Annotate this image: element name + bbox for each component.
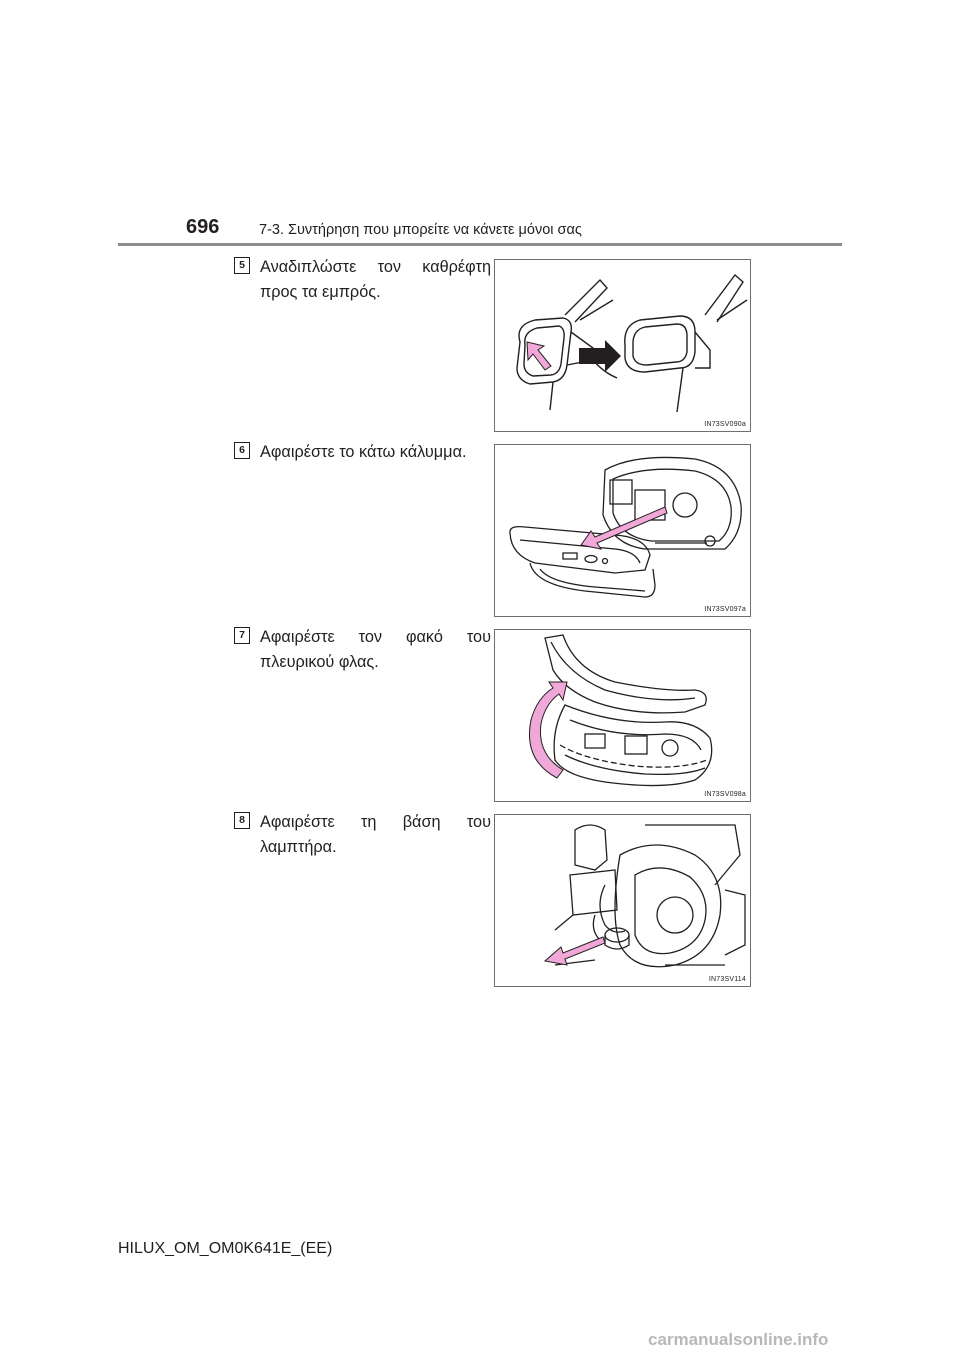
figure-code: IN73SV114 xyxy=(708,976,746,983)
figure-lower-cover: IN73SV097a xyxy=(494,444,751,617)
step-number-5: 5 xyxy=(234,257,250,274)
step-text-6: Αφαιρέστε το κάτω κάλυμμα. xyxy=(260,443,467,461)
page-number: 696 xyxy=(186,216,220,238)
mirror-fold-illustration xyxy=(516,273,748,413)
bulb-socket-illustration xyxy=(543,824,746,968)
document-id: HILUX_OM_OM0K641E_(EE) xyxy=(118,1240,333,1257)
figure-fold-mirror: IN73SV090a xyxy=(494,259,751,432)
watermark: carmanualsonline.info xyxy=(648,1330,829,1349)
step-number-8: 8 xyxy=(234,812,250,829)
figure-code: IN73SV090a xyxy=(704,421,746,428)
push-arrow-icon xyxy=(526,341,552,371)
turn-signal-lens-illustration xyxy=(529,634,713,787)
pull-arrow-icon xyxy=(580,506,668,550)
figure-bulb-socket: IN73SV114 xyxy=(494,814,751,987)
step-text-8: Αφαιρέστε τη βάση του λαμπτήρα. xyxy=(260,813,491,856)
figure-code: IN73SV098a xyxy=(704,791,746,798)
section-title: 7-3. Συντήρηση που μπορείτε να κάνετε μό… xyxy=(259,222,582,238)
figure-code: IN73SV097a xyxy=(704,606,746,613)
curved-lift-arrow-icon xyxy=(529,681,568,779)
figure-turn-signal-lens: IN73SV098a xyxy=(494,629,751,802)
step-number-6: 6 xyxy=(234,442,250,459)
step-number-7: 7 xyxy=(234,627,250,644)
step-text-7: Αφαιρέστε τον φακό του πλευρικού φλας. xyxy=(260,628,491,671)
header-rule xyxy=(118,243,842,246)
pull-arrow-icon xyxy=(543,936,606,966)
step-text-5: Αναδιπλώστε τον καθρέφτη προς τα εμπρός. xyxy=(260,258,491,301)
arrow-right-icon xyxy=(579,340,621,372)
lower-cover-illustration xyxy=(509,456,742,598)
